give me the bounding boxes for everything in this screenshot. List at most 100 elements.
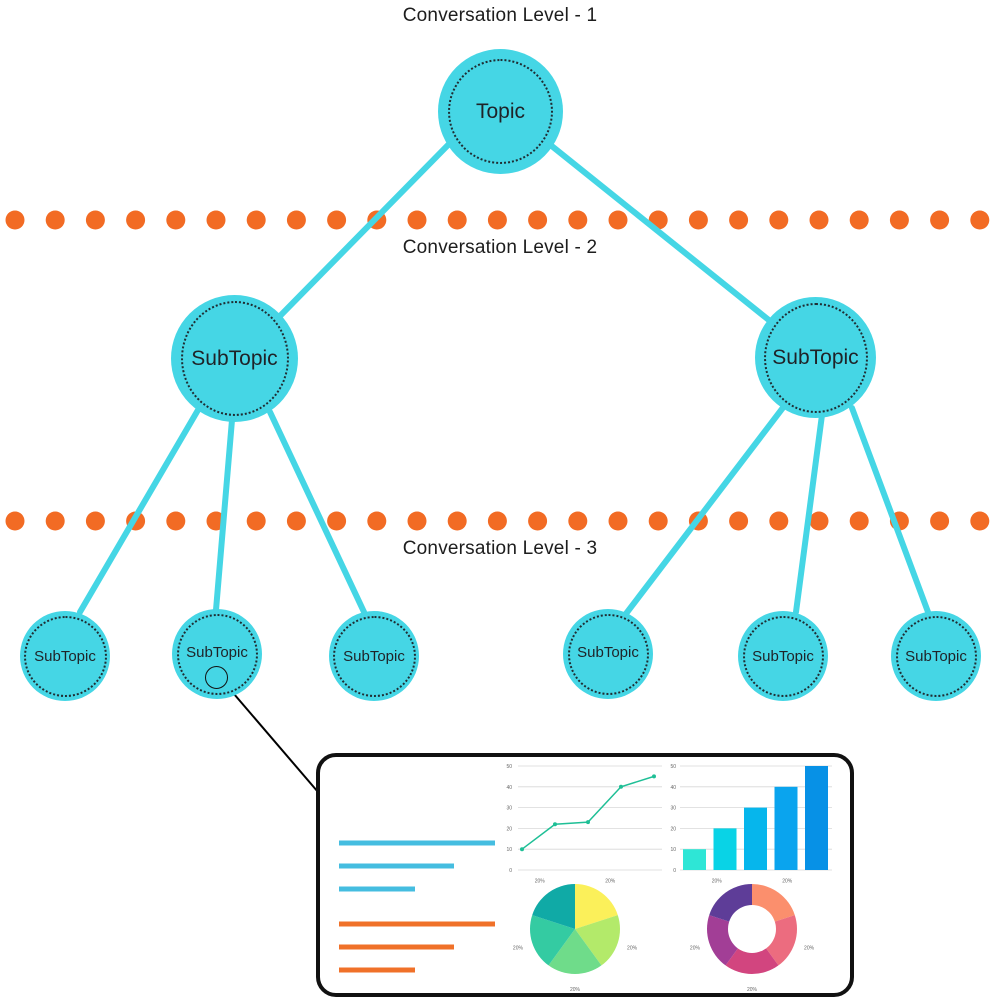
separator-dot <box>688 210 708 230</box>
topic-node-label: Topic <box>475 99 526 123</box>
edge-subright-leaf5 <box>793 412 825 615</box>
pie-slice <box>548 929 602 974</box>
pie-slice-label: 20% <box>535 878 546 884</box>
bar-chart-bar <box>683 849 706 870</box>
subtopic-leaf-3-label: SubTopic <box>343 647 405 665</box>
pie-slice-label: 20% <box>605 878 616 884</box>
separator-dot <box>286 511 306 531</box>
donut-slice-label: 20% <box>712 878 723 884</box>
separator-dot <box>889 210 909 230</box>
donut-slice-label: 20% <box>690 946 701 952</box>
separator-dot <box>407 210 427 230</box>
bar-chart-tick-label: 50 <box>670 764 676 770</box>
line-chart-tick-label: 50 <box>506 764 512 770</box>
pie-slice <box>532 884 575 929</box>
tree-edges <box>77 140 931 618</box>
edge-subleft-leaf3 <box>267 409 367 615</box>
text-line-bars <box>339 840 495 973</box>
bar-chart-tick-label: 0 <box>673 868 676 874</box>
separator-dot <box>729 210 749 230</box>
separator-dot <box>367 511 387 531</box>
separator-dot <box>648 511 668 531</box>
subtopic-leaf-6-label: SubTopic <box>905 647 967 665</box>
bar-chart-tick-label: 20 <box>670 826 676 832</box>
separator-dot <box>407 511 427 531</box>
subtopic-leaf-2-label: SubTopic <box>186 643 248 661</box>
donut-slice-label: 20% <box>804 946 815 952</box>
edge-topic-sub-right <box>545 140 778 328</box>
pie-slice-label: 20% <box>627 946 638 952</box>
subtopic-leaf-1-label: SubTopic <box>34 647 96 665</box>
separator-dot <box>930 210 950 230</box>
bar-chart-bar <box>744 807 767 870</box>
separator-dot <box>126 210 146 230</box>
separator-dot <box>608 511 628 531</box>
separator-dot <box>930 511 950 531</box>
line-chart-point <box>619 784 623 789</box>
separator-dot <box>5 210 25 230</box>
line-chart-point <box>652 774 656 779</box>
subtopic-leaf-4[interactable]: SubTopic <box>563 609 653 699</box>
subtopic-leaf-5-label: SubTopic <box>752 647 814 665</box>
subtopic-node-right-label: SubTopic <box>772 345 859 369</box>
topic-node[interactable]: Topic <box>438 49 563 174</box>
line-chart-tick-label: 10 <box>506 847 512 853</box>
pie-slice <box>530 915 575 966</box>
line-chart-tick-label: 0 <box>509 868 512 874</box>
line-chart-tick-label: 20 <box>506 826 512 832</box>
separator-dot <box>809 210 829 230</box>
separator-dot <box>970 210 990 230</box>
line-chart-tick-label: 40 <box>506 785 512 791</box>
separator-dot <box>5 511 25 531</box>
separator-dot <box>327 511 347 531</box>
bar-chart-tick-label: 10 <box>670 847 676 853</box>
separator-dot <box>809 511 829 531</box>
bar-chart-bar <box>774 786 798 870</box>
subtopic-node-right[interactable]: SubTopic <box>755 297 876 418</box>
bar-chart-tick-label: 30 <box>670 806 676 812</box>
edge-subright-leaf6 <box>849 405 931 615</box>
separator-dot <box>970 511 990 531</box>
zoom-connector-line <box>227 686 319 793</box>
subtopic-leaf-2[interactable]: SubTopic <box>172 609 262 699</box>
separator-dot <box>769 210 789 230</box>
separator-dot <box>166 210 186 230</box>
separator-dot <box>327 210 347 230</box>
separator-dot <box>246 511 266 531</box>
separator-dot <box>729 511 749 531</box>
separator-dot <box>528 511 548 531</box>
separator-dot <box>849 210 869 230</box>
bar-chart-bar <box>805 766 828 870</box>
subtopic-leaf-1[interactable]: SubTopic <box>20 611 110 701</box>
level-separator-dots <box>5 210 990 531</box>
subtopic-leaf-6[interactable]: SubTopic <box>891 611 981 701</box>
pie-slice <box>575 884 618 929</box>
conversation-level-2-label: Conversation Level - 2 <box>402 237 598 258</box>
line-chart-point <box>553 822 557 827</box>
separator-dot <box>447 210 467 230</box>
separator-dot <box>45 210 65 230</box>
edge-topic-sub-left <box>275 140 453 321</box>
edge-subleft-leaf1 <box>77 407 201 615</box>
separator-dot <box>286 210 306 230</box>
donut-slice-label: 20% <box>782 878 793 884</box>
subtopic-leaf-5[interactable]: SubTopic <box>738 611 828 701</box>
conversation-level-3-label: Conversation Level - 3 <box>402 538 598 559</box>
separator-dot <box>528 210 548 230</box>
pie-slice-label: 20% <box>513 946 524 952</box>
pie-slice <box>575 915 620 966</box>
separator-dot <box>568 511 588 531</box>
zoom-circle <box>205 666 228 689</box>
subtopic-leaf-3[interactable]: SubTopic <box>329 611 419 701</box>
edge-subleft-leaf2 <box>213 417 235 613</box>
subtopic-node-left[interactable]: SubTopic <box>171 295 298 422</box>
line-chart-point <box>520 847 524 852</box>
subtopic-leaf-4-label: SubTopic <box>577 643 639 661</box>
separator-dot <box>166 511 186 531</box>
